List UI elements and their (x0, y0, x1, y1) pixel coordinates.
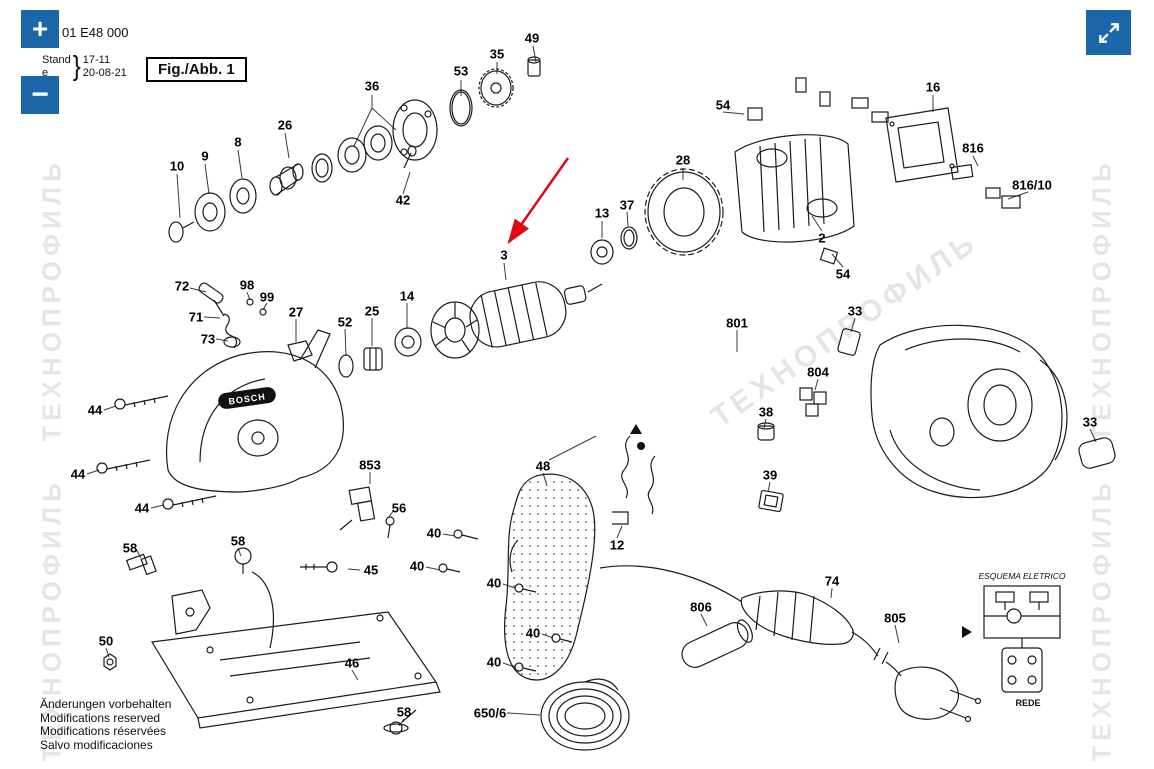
part-label-650/6: 650/6 (473, 705, 507, 721)
part-label-44: 44 (134, 500, 150, 516)
part-label-39: 39 (762, 467, 778, 483)
part-label-48: 48 (535, 458, 551, 474)
part-label-806: 806 (690, 599, 712, 615)
stand-value: 17-11 (82, 54, 111, 66)
schematic-title: ESQUEMA ELETRICO (978, 571, 1066, 581)
part-label-53: 53 (453, 63, 469, 79)
part-label-38: 38 (758, 404, 774, 420)
date-value: 20-08-21 (82, 67, 127, 79)
part-label-52: 52 (337, 314, 353, 330)
armature-group (338, 168, 724, 378)
article-number: 01 E48 000 (62, 25, 129, 40)
part-label-44: 44 (70, 466, 86, 482)
brace-glyph: } (72, 50, 81, 82)
part-label-2: 2 (818, 230, 826, 246)
part-label-49: 49 (524, 30, 540, 46)
part-label-50: 50 (98, 633, 114, 649)
legal-line-es: Salvo modificaciones (40, 737, 153, 752)
legal-line-fr: Modifications réservées (40, 724, 167, 738)
part-label-54: 54 (715, 97, 731, 113)
part-label-26: 26 (277, 117, 293, 133)
bracket-group (795, 77, 1021, 209)
part-label-14: 14 (399, 288, 415, 304)
part-label-27: 27 (288, 304, 304, 320)
base-plate-group (103, 547, 441, 735)
fullscreen-button[interactable] (1086, 10, 1131, 55)
part-label-10: 10 (169, 158, 185, 174)
part-label-72: 72 (174, 278, 190, 294)
stator-group (734, 107, 855, 265)
part-label-98: 98 (239, 277, 255, 293)
part-label-9: 9 (201, 148, 209, 164)
stand-label: Stand (42, 54, 71, 66)
gear-train-group (168, 56, 541, 243)
part-label-42: 42 (395, 192, 411, 208)
part-label-805: 805 (884, 610, 906, 626)
legal-notice: Änderungen vorbehalten Modifications res… (40, 697, 172, 752)
part-label-12: 12 (609, 537, 625, 553)
legal-line-en: Modifications reserved (40, 710, 161, 725)
part-label-99: 99 (259, 289, 275, 305)
part-label-40: 40 (486, 575, 502, 591)
handle-group (339, 424, 982, 751)
part-label-36: 36 (364, 78, 380, 94)
zoom-in-button[interactable]: + (21, 10, 59, 48)
part-label-73: 73 (200, 331, 216, 347)
screws-44-group (96, 395, 217, 510)
schematic-subtitle: REDE (1015, 698, 1041, 708)
part-label-8: 8 (234, 134, 242, 150)
part-label-58: 58 (396, 704, 412, 720)
part-label-74: 74 (824, 573, 840, 589)
part-label-40: 40 (486, 654, 502, 670)
pointer-arrow (507, 157, 570, 245)
part-label-33: 33 (1082, 414, 1098, 430)
part-label-40: 40 (525, 625, 541, 641)
wiring-schematic-group (962, 585, 1061, 693)
blade-guard-group: BOSCH (166, 282, 344, 493)
part-label-804: 804 (807, 364, 829, 380)
part-label-56: 56 (391, 500, 407, 516)
part-label-33: 33 (847, 303, 863, 319)
part-label-801: 801 (726, 315, 748, 331)
part-label-58: 58 (122, 540, 138, 556)
part-label-816/10: 816/10 (1012, 177, 1052, 193)
part-label-54: 54 (835, 266, 851, 282)
part-label-58: 58 (230, 533, 246, 549)
part-label-46: 46 (344, 655, 360, 671)
part-label-25: 25 (364, 303, 380, 319)
revision-block: Stand e } 17-11 20-08-21 (42, 50, 127, 82)
part-label-40: 40 (409, 558, 425, 574)
part-label-13: 13 (594, 205, 610, 221)
part-label-28: 28 (675, 152, 691, 168)
part-label-3: 3 (500, 247, 508, 263)
part-label-853: 853 (359, 457, 381, 473)
part-label-71: 71 (188, 309, 204, 325)
part-label-16: 16 (925, 79, 941, 95)
part-label-816: 816 (962, 140, 984, 156)
part-label-45: 45 (363, 562, 379, 578)
date-label-fragment: e (42, 67, 49, 79)
expand-arrows-icon (1098, 22, 1119, 43)
motor-housing-group (757, 324, 1116, 513)
part-label-40: 40 (426, 525, 442, 541)
part-label-37: 37 (619, 197, 635, 213)
zoom-out-button[interactable]: − (21, 76, 59, 114)
part-label-44: 44 (87, 402, 103, 418)
leader-lines (86, 45, 1097, 727)
legal-line-de: Änderungen vorbehalten (40, 697, 172, 711)
figure-label: Fig./Abb. 1 (146, 57, 247, 82)
part-label-35: 35 (489, 46, 505, 62)
